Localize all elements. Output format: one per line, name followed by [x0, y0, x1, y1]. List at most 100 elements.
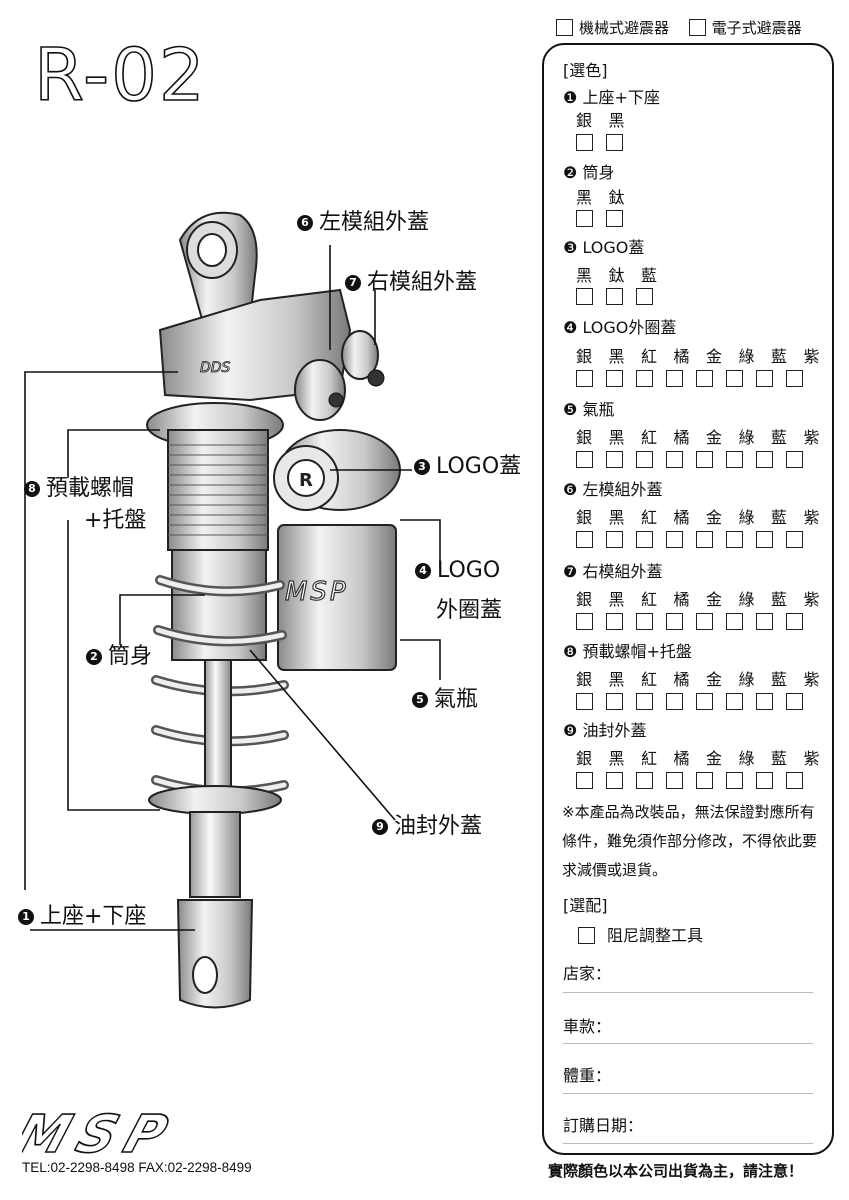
option-label: 紫 [803, 749, 820, 768]
accessory-label: 阻尼調整工具 [607, 926, 704, 945]
option-checkbox[interactable] [726, 451, 743, 468]
option-checkbox[interactable] [576, 451, 593, 468]
type-electronic-checkbox[interactable] [688, 19, 706, 36]
option-label: 銀 [576, 111, 593, 130]
section-6-label: 左模組外蓋 [582, 480, 663, 499]
option-checkbox[interactable] [576, 210, 593, 227]
accessory-option: 阻尼調整工具 [578, 922, 703, 946]
option-checkbox[interactable] [576, 531, 593, 548]
field-date-line[interactable] [563, 1143, 813, 1144]
section-9-num: ❾ [563, 721, 578, 740]
option-checkbox[interactable] [756, 531, 773, 548]
option-checkbox[interactable] [576, 613, 593, 630]
accessory-checkbox[interactable] [578, 927, 595, 944]
option-checkbox[interactable] [636, 370, 653, 387]
logo-cap [287, 459, 325, 497]
option-checkbox[interactable] [666, 451, 683, 468]
option-checkbox[interactable] [666, 772, 683, 789]
option-checkbox[interactable] [756, 370, 773, 387]
option-checkbox[interactable] [696, 613, 713, 630]
option-checkbox[interactable] [606, 531, 623, 548]
callout-label: 筒身 [108, 644, 153, 669]
option-checkbox[interactable] [576, 693, 593, 710]
option-checkbox[interactable] [666, 693, 683, 710]
option-checkbox[interactable] [726, 772, 743, 789]
option-checkbox[interactable] [636, 288, 653, 305]
option-checkbox[interactable] [696, 693, 713, 710]
option-checkbox[interactable] [756, 693, 773, 710]
option-label: 藍 [771, 508, 788, 527]
option-checkbox[interactable] [606, 613, 623, 630]
option-checkbox[interactable] [606, 288, 623, 305]
section-4-label: LOGO外圈蓋 [582, 318, 677, 337]
callout-label: 上座+下座 [40, 904, 147, 929]
option-checkbox[interactable] [606, 370, 623, 387]
option-label: 橘 [673, 508, 690, 527]
option-checkbox[interactable] [636, 531, 653, 548]
leader-lines [24, 245, 441, 931]
type-mechanical-checkbox[interactable] [556, 19, 573, 36]
option-checkbox[interactable] [786, 613, 803, 630]
option-checkbox[interactable] [666, 370, 683, 387]
option-checkbox[interactable] [786, 370, 803, 387]
shock-absorber-illustration: DDS R MSP [24, 211, 441, 1009]
option-label: 紫 [803, 670, 820, 689]
option-checkbox[interactable] [606, 134, 623, 151]
option-label: 紅 [641, 428, 658, 447]
field-store-line[interactable] [563, 992, 813, 993]
option-checkbox[interactable] [696, 772, 713, 789]
gas-canister [277, 524, 397, 671]
option-checkbox[interactable] [576, 134, 593, 151]
option-checkbox[interactable] [606, 451, 623, 468]
option-checkbox[interactable] [636, 772, 653, 789]
option-checkbox[interactable] [576, 288, 593, 305]
lower-mount-hole [192, 956, 218, 994]
option-checkbox[interactable] [756, 772, 773, 789]
option-checkbox[interactable] [786, 772, 803, 789]
option-label: 藍 [771, 590, 788, 609]
option-checkbox[interactable] [576, 370, 593, 387]
callout-number: 6 [297, 215, 313, 231]
option-checkbox[interactable] [786, 693, 803, 710]
option-checkbox[interactable] [666, 531, 683, 548]
footer-contact: TEL:02-2298-8498 FAX:02-2298-8499 [22, 1160, 252, 1175]
field-model-line[interactable] [563, 1043, 813, 1044]
section-7-options: 銀黑紅橘金綠藍紫 [576, 586, 836, 610]
option-label: 橘 [673, 347, 690, 366]
field-store-label: 店家： [563, 964, 612, 983]
section-6-options: 銀黑紅橘金綠藍紫 [576, 504, 836, 528]
option-checkbox[interactable] [606, 693, 623, 710]
field-weight-line[interactable] [563, 1093, 813, 1094]
order-form-panel [542, 43, 834, 1155]
option-checkbox[interactable] [636, 693, 653, 710]
option-label: 銀 [576, 670, 593, 689]
option-checkbox[interactable] [576, 772, 593, 789]
option-checkbox[interactable] [696, 370, 713, 387]
section-8-checkboxes [576, 693, 816, 714]
option-checkbox[interactable] [786, 451, 803, 468]
option-checkbox[interactable] [666, 613, 683, 630]
option-checkbox[interactable] [726, 531, 743, 548]
section-2-label: 筒身 [582, 163, 615, 182]
option-checkbox[interactable] [726, 613, 743, 630]
option-checkbox[interactable] [786, 531, 803, 548]
option-checkbox[interactable] [696, 451, 713, 468]
left-module-cover [294, 359, 346, 421]
option-checkbox[interactable] [756, 613, 773, 630]
option-checkbox[interactable] [636, 613, 653, 630]
option-label: 金 [706, 749, 723, 768]
option-label: 綠 [738, 670, 755, 689]
option-checkbox[interactable] [636, 451, 653, 468]
option-checkbox[interactable] [606, 210, 623, 227]
option-checkbox[interactable] [696, 531, 713, 548]
option-checkbox[interactable] [726, 693, 743, 710]
option-checkbox[interactable] [606, 772, 623, 789]
option-checkbox[interactable] [726, 370, 743, 387]
callout-number: 9 [372, 819, 388, 835]
option-label: 銀 [576, 749, 593, 768]
option-checkbox[interactable] [756, 451, 773, 468]
body-emboss-text: DDS [200, 360, 231, 376]
